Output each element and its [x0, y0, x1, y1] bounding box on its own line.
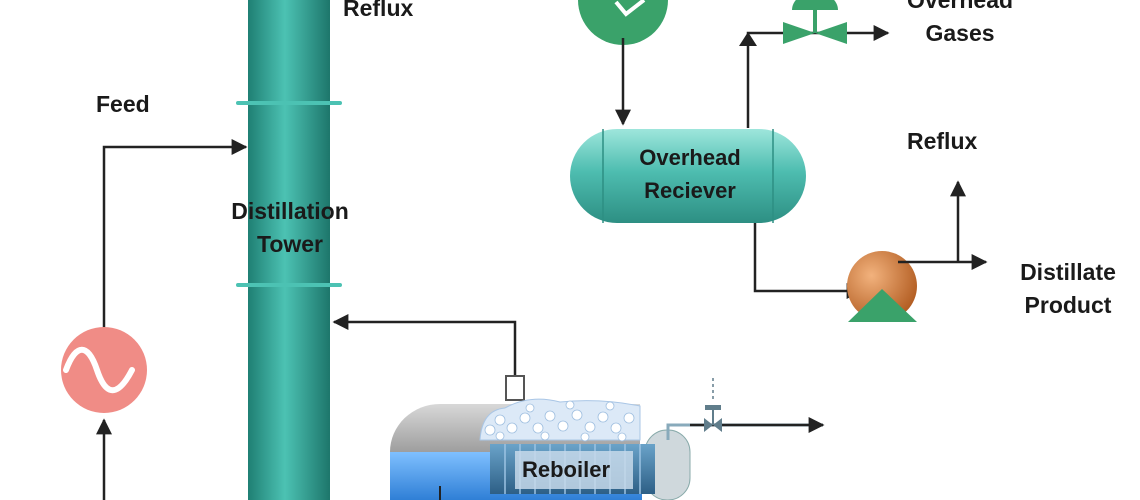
distillation-tower [236, 0, 342, 500]
condenser-icon [578, 0, 668, 45]
receiver-label-line2: Reciever [644, 178, 736, 203]
feed-heater-icon [61, 327, 147, 413]
reboiler-label: Reboiler [522, 457, 611, 482]
reflux-pump-icon [847, 251, 917, 322]
receiver-label-line1: Overhead [639, 145, 741, 170]
control-valve-icon [783, 0, 847, 44]
overhead-gases-label-line2: Gases [925, 20, 995, 46]
reboiler [390, 398, 691, 500]
distillate-label-line1: Distillate [1020, 259, 1116, 285]
overhead-gases-label-line1: Overhead [906, 0, 1014, 13]
tower-label-line1: Distillation [231, 198, 349, 224]
receiver-to-pump-line [753, 223, 863, 299]
pump-discharge-lines [898, 180, 988, 270]
feed-label: Feed [96, 91, 150, 117]
distillate-label-line2: Product [1024, 292, 1112, 318]
feed-line [96, 139, 248, 500]
overhead-receiver [570, 129, 806, 223]
overhead-gases-line [746, 25, 890, 128]
reboiler-nozzle [505, 375, 525, 401]
steam-line [666, 423, 823, 440]
reflux-top-label: Reflux [343, 0, 414, 21]
tower-label-line2: Tower [256, 231, 324, 257]
steam-valve-icon [704, 378, 722, 432]
reflux-right-label: Reflux [907, 128, 978, 154]
reboiler-vapor-return-line [332, 314, 517, 375]
